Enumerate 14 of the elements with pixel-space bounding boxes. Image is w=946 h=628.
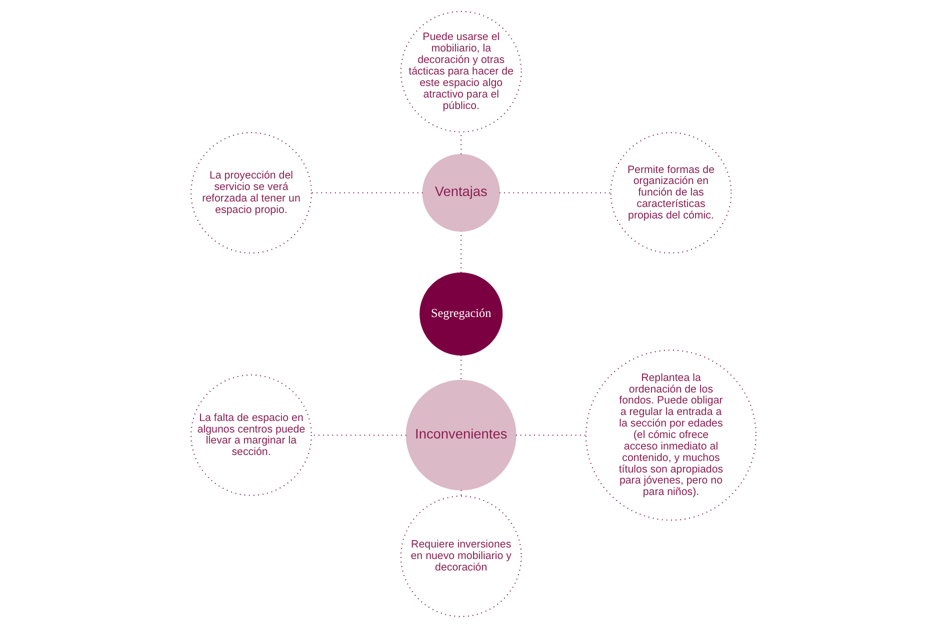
connector: [311, 434, 406, 436]
connector: [460, 490, 462, 496]
connector: [499, 192, 610, 194]
node-circle: La falta de espacio en algunos centros puede llevar a marginar la sección.: [190, 374, 312, 496]
node-circle: Ventajas: [422, 154, 500, 232]
connector: [311, 192, 422, 194]
node-circle: Permite formas de organización en función de las características propias del cómic.: [610, 132, 732, 254]
node-circle: La proyección del servicio se verá reforzada al tener un espacio propio.: [190, 132, 312, 254]
node-circle: Inconvenientes: [405, 380, 516, 490]
node-circle: Requiere inversiones en nuevo mobiliario y decoración: [400, 496, 522, 618]
node-circle: Segregación: [419, 272, 502, 356]
node-circle: Puede usarse el mobiliario, la decoración y otras tácticas para hacer de este espacio algo atractivo para el público.: [400, 10, 522, 132]
node-circle: Replantea la ordenación de los fondos. Puede obligar a regular la entrada a la sección por edades (el cómic ofrece acceso inmediato al contenido, y muchos títulos son apropiados para jóvenes, pero no para niños).: [584, 350, 756, 521]
connector: [460, 132, 462, 154]
